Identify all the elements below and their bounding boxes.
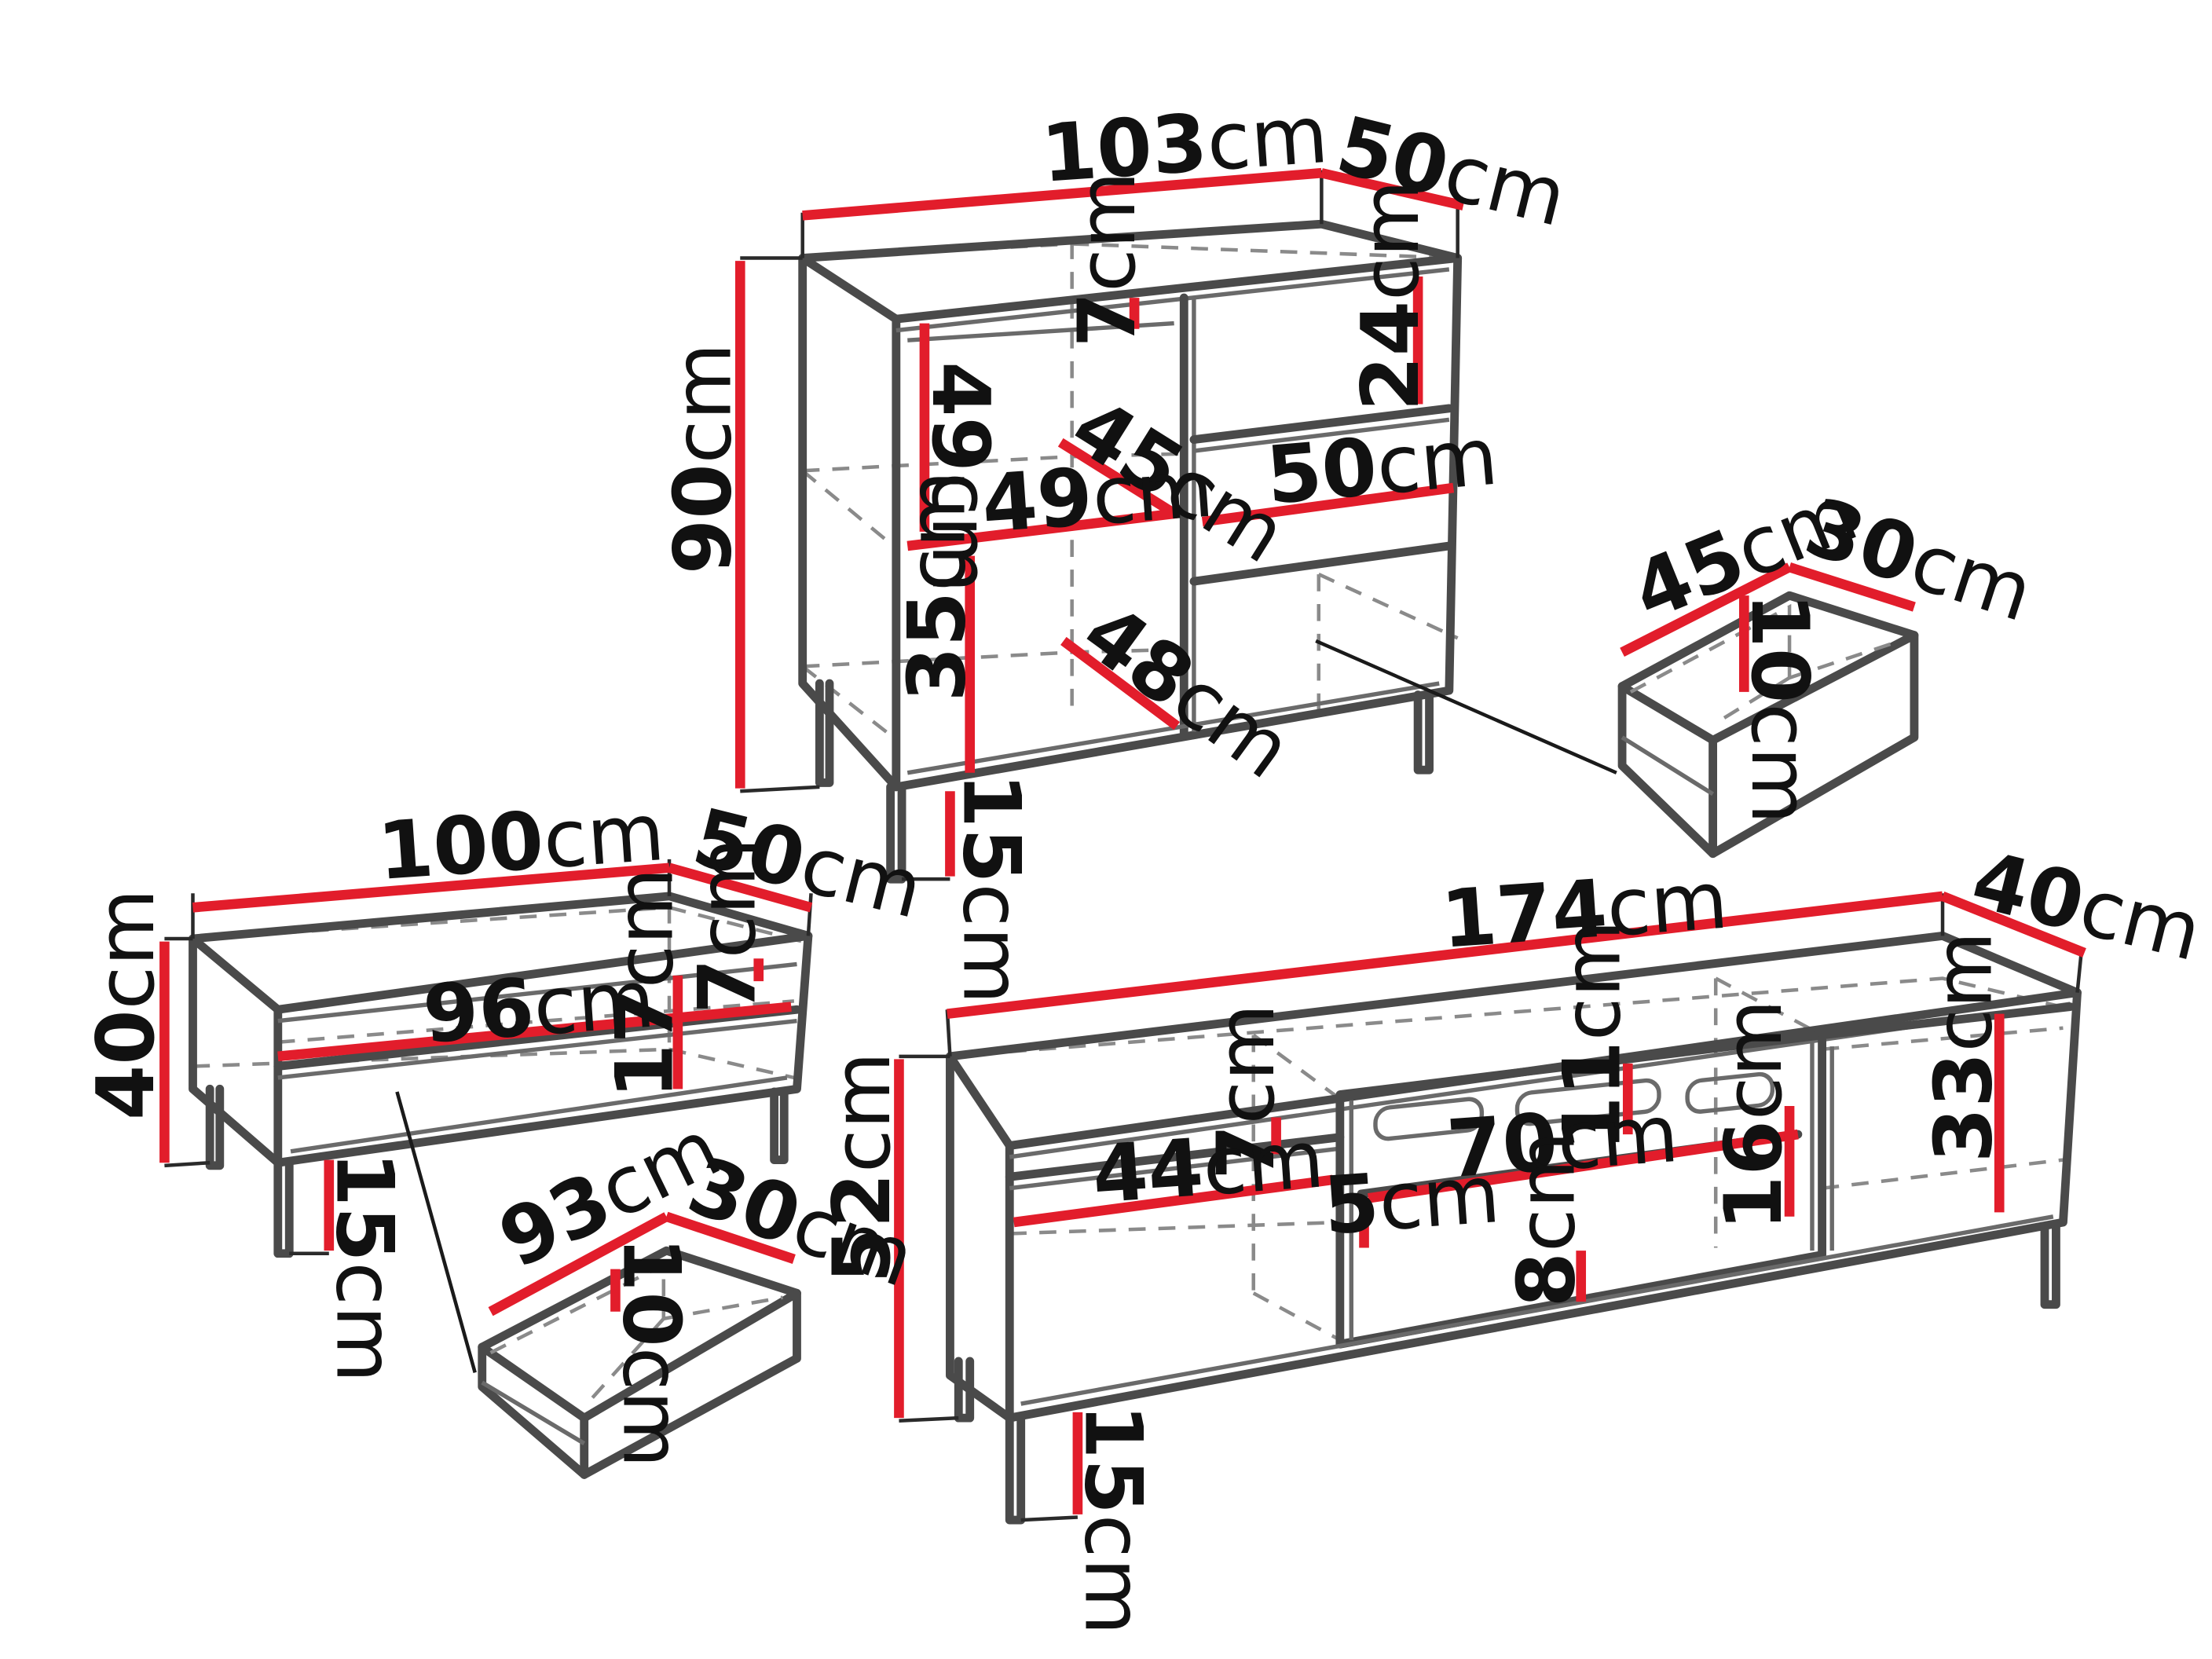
table-width-label: 100cm	[375, 786, 667, 898]
tv-gap-label: 5cm	[1320, 1148, 1503, 1252]
chest-leg-label: 15cm	[945, 773, 1038, 1005]
tv-height-label: 52cm	[815, 1052, 908, 1284]
chest-drawer-d-label: 30cm	[1795, 480, 2044, 639]
chest-extension-lines	[740, 170, 1459, 881]
tv-opening-h-label: 11cm	[1545, 920, 1638, 1152]
tv-bottom-h-label: 8cm	[1500, 1131, 1593, 1307]
chest-dimension-lines	[734, 167, 1465, 877]
table-height-label: 40cm	[79, 888, 172, 1120]
tv-left-w-label: 44cm	[1090, 1112, 1327, 1221]
table-inner-w-label: 96cm	[420, 952, 657, 1060]
table-body	[189, 892, 813, 1258]
table-drawer-detail	[478, 1211, 801, 1479]
table-inner-h-label: 17cm	[599, 867, 691, 1099]
table-extension-lines	[164, 859, 813, 1255]
table-top-h-label: 7cm	[680, 837, 773, 1013]
coffee-table	[159, 859, 813, 1479]
tv-shelf-h-label: 7cm	[1199, 1003, 1292, 1179]
tv-mid-w-label: 70cm	[1444, 1087, 1681, 1196]
chest-width-label: 103cm	[1038, 88, 1331, 200]
chest-drawer-width-label: 50cm	[1262, 409, 1501, 522]
chest-lower-shelf-label: 35cm	[890, 471, 983, 702]
tv-leg-label: 15cm	[1068, 1404, 1160, 1635]
tv-dimension-lines	[894, 891, 2086, 1514]
tv-right-h-label: 33cm	[1917, 931, 2009, 1163]
chest-drawer-leader	[1315, 639, 1617, 775]
chest-drawer-inner-label: 10cm	[1734, 593, 1826, 825]
tv-mid-h-label: 16cm	[1707, 999, 1800, 1231]
chest-height-label: 90cm	[657, 342, 749, 574]
chest-upper-shelf-label: 49cm	[914, 361, 1007, 593]
chest-top-drawer-label: 7cm	[1060, 171, 1153, 347]
tv-width-label: 174cm	[1438, 854, 1730, 966]
chest-drawer-detail	[1617, 562, 1919, 859]
chest-drawer1-label: 24cm	[1344, 180, 1437, 412]
tv-stand	[894, 891, 2086, 1525]
chest-shelf-width-label: 49cm	[979, 442, 1216, 551]
chest-of-drawers	[734, 167, 1919, 884]
table-dimension-lines	[159, 862, 813, 1251]
table-drawer-h-label: 10cm	[605, 1236, 698, 1468]
table-leg-label: 15cm	[319, 1152, 412, 1383]
table-drawer-leader	[395, 1091, 477, 1373]
